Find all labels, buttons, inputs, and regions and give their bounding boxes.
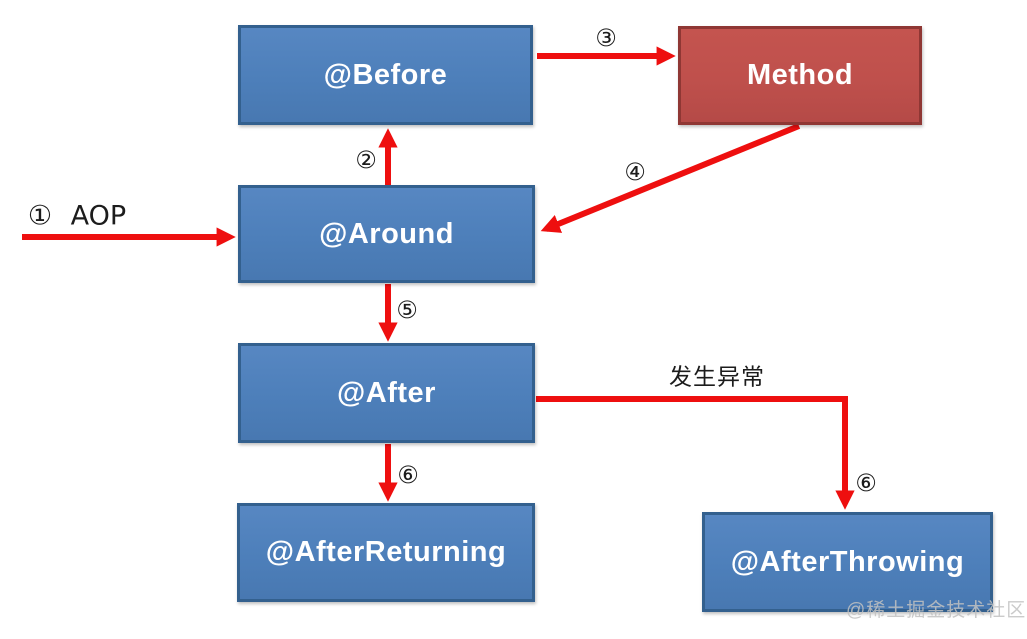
- edge-label-step6-throwing: ⑥: [855, 469, 877, 497]
- arrow-after-to-throwing: [536, 396, 855, 510]
- node-after-label: @After: [337, 376, 436, 409]
- node-around-label: @Around: [319, 217, 454, 250]
- watermark: @稀土掘金技术社区: [846, 600, 1027, 621]
- edge-label-step3: ③: [595, 24, 617, 52]
- edge-label-exception-condition: 发生异常: [669, 364, 765, 391]
- node-after: @After: [238, 343, 535, 443]
- edge-label-step6-returning: ⑥: [397, 461, 419, 489]
- node-after-throwing-label: @AfterThrowing: [730, 545, 965, 578]
- edge-label-step2: ②: [355, 146, 377, 174]
- edge-label-step4: ④: [624, 158, 646, 186]
- arrow-method-to-around: [540, 123, 801, 233]
- node-before-label: @Before: [323, 58, 448, 91]
- node-method-label: Method: [746, 59, 854, 91]
- node-after-throwing: @AfterThrowing: [702, 512, 993, 612]
- edge-label-step5: ⑤: [396, 296, 418, 324]
- node-after-returning: @AfterReturning: [237, 503, 535, 602]
- edge-label-aop-entry: ① AOP: [27, 200, 127, 232]
- node-after-returning-label: @AfterReturning: [265, 536, 507, 568]
- node-before: @Before: [238, 25, 533, 125]
- node-around: @Around: [238, 185, 535, 283]
- node-method: Method: [678, 26, 922, 125]
